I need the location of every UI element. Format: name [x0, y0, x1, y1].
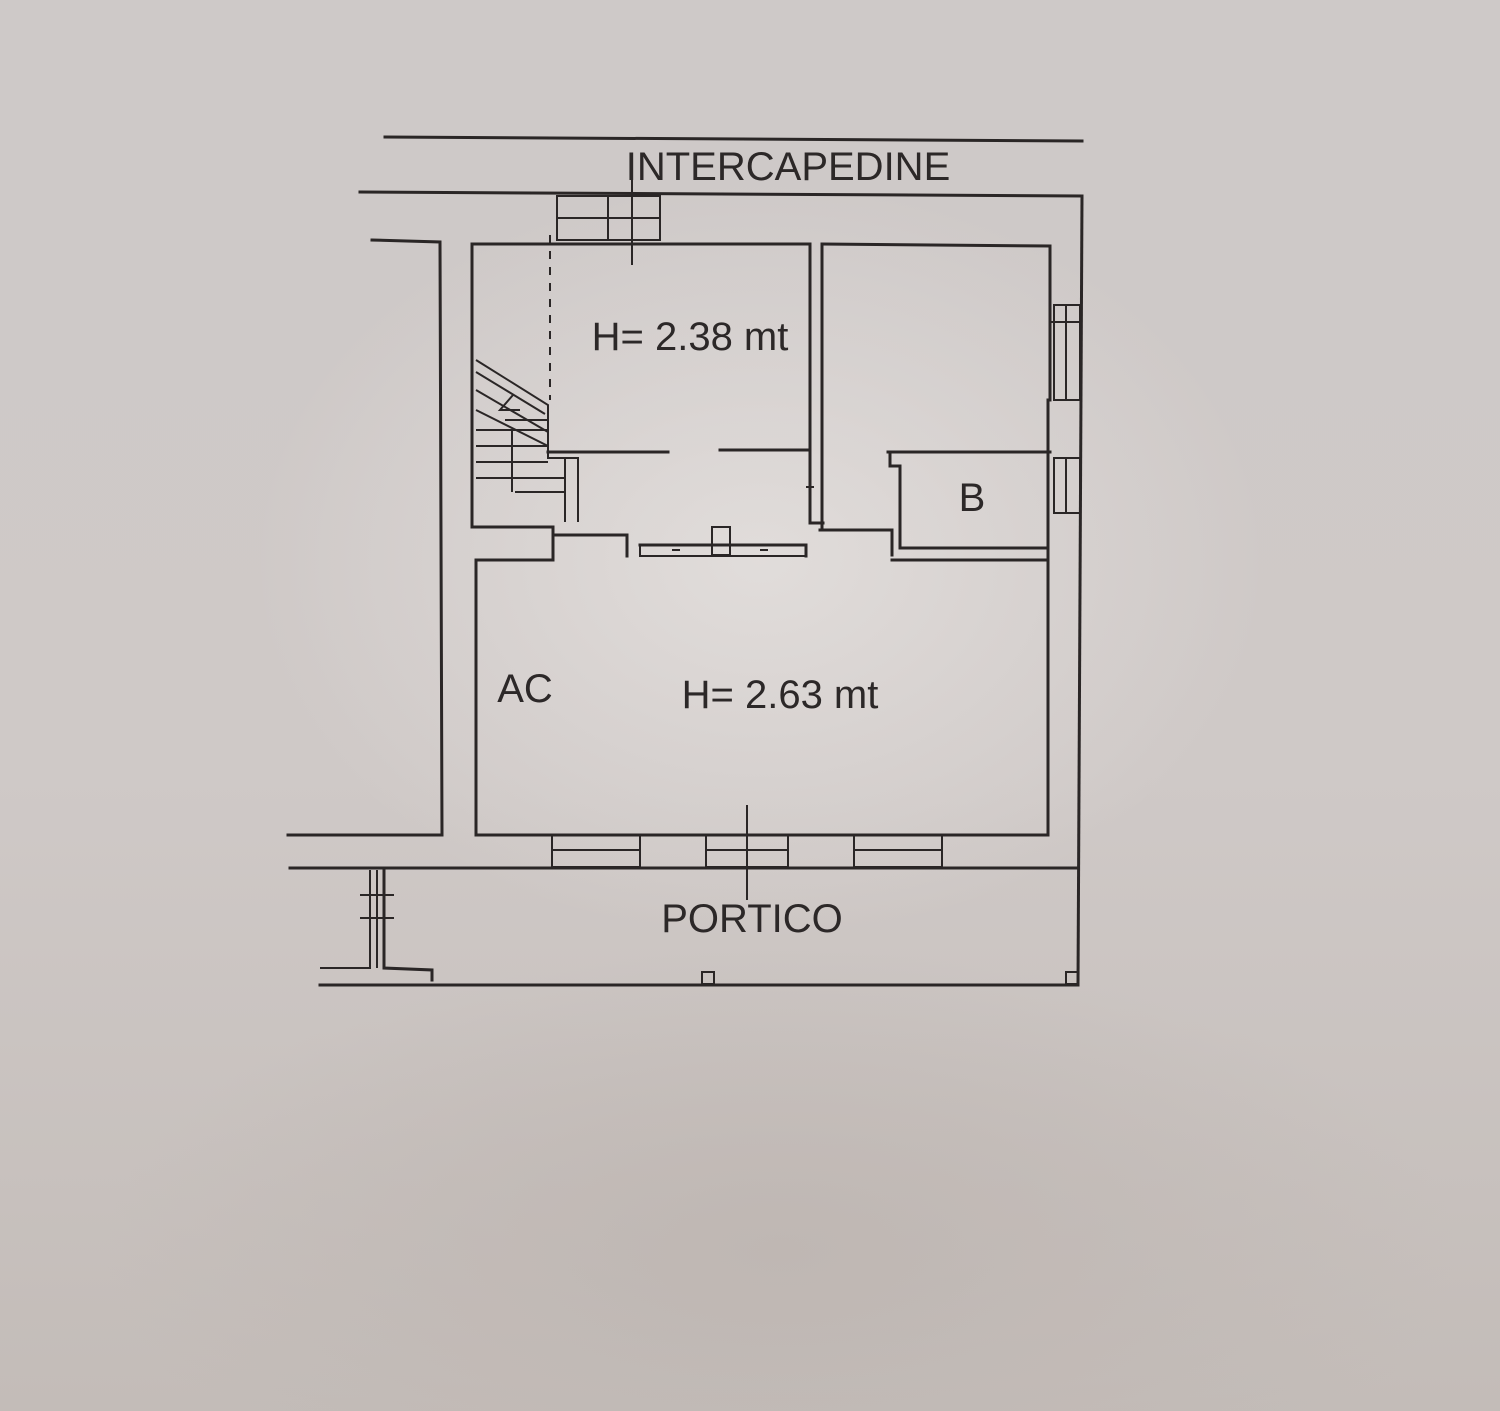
right-windows [1050, 304, 1082, 514]
portico [288, 866, 1080, 987]
room-b-label: B [959, 476, 986, 520]
portico-label: PORTICO [661, 897, 843, 941]
main-room-code-label: AC [497, 667, 553, 711]
portico-openings [551, 805, 943, 900]
stair [475, 359, 579, 522]
top-window [556, 160, 661, 265]
intercapedine-lines [358, 135, 1084, 987]
upper-room-height-label: H= 2.38 mt [592, 315, 789, 359]
intercapedine-label: INTERCAPEDINE [626, 145, 951, 189]
main-room [474, 398, 1050, 837]
left-neighbour-wall [286, 238, 444, 837]
upper-left-room [470, 235, 812, 529]
main-room-height-label: H= 2.63 mt [682, 673, 879, 717]
